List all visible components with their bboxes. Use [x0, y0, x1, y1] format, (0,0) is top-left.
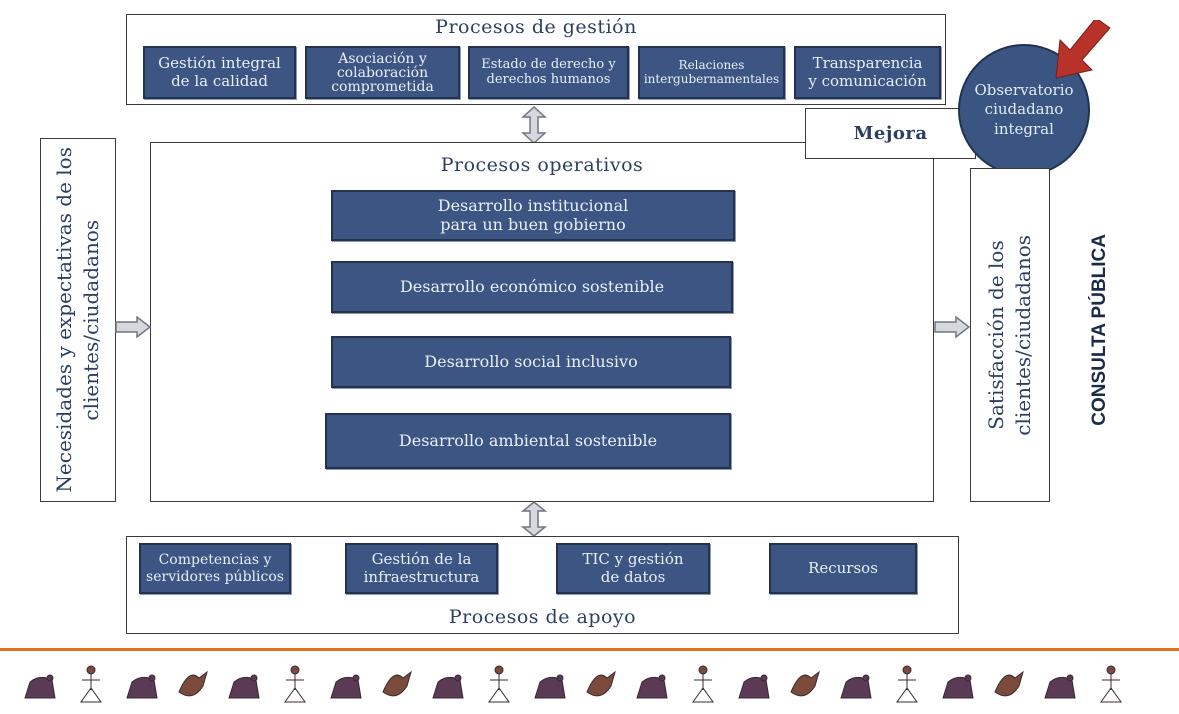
support-box-competencies: Competencias y servidores públicos [139, 543, 291, 594]
animal-glyph-icon [534, 674, 566, 699]
arrow-right-icon [115, 316, 151, 338]
operational-box-social: Desarrollo social inclusivo [331, 336, 731, 388]
outputs-satisfaction-box: Satisfacción de los clientes/ciudadanos [970, 168, 1050, 502]
bird-glyph-icon [994, 670, 1024, 697]
figure-glyph-icon [488, 665, 510, 703]
process-box-rule-of-law: Estado de derecho y derechos humanos [468, 46, 629, 99]
animal-glyph-icon [330, 674, 362, 699]
support-box-resources: Recursos [769, 543, 917, 594]
support-box-infrastructure: Gestión de la infraestructura [345, 543, 498, 594]
animal-glyph-icon [840, 674, 872, 699]
bird-glyph-icon [178, 670, 208, 697]
inputs-needs-box: Necesidades y expectativas de los client… [40, 138, 116, 502]
figure-glyph-icon [1100, 665, 1122, 703]
animal-glyph-icon [432, 674, 464, 699]
outputs-satisfaction-label: Satisfacción de los clientes/ciudadanos [984, 234, 1035, 436]
decorative-glyph-band [24, 665, 1122, 703]
bird-glyph-icon [586, 670, 616, 697]
process-box-quality: Gestión integral de la calidad [143, 46, 296, 99]
inputs-needs-label: Necesidades y expectativas de los client… [52, 147, 103, 493]
animal-glyph-icon [636, 674, 668, 699]
figure-glyph-icon [80, 665, 102, 703]
process-box-association: Asociación y colaboración comprometida [305, 46, 460, 99]
animal-glyph-icon [738, 674, 770, 699]
bird-glyph-icon [382, 670, 412, 697]
animal-glyph-icon [24, 674, 56, 699]
process-box-transparency: Transparencia y comunicación [794, 46, 941, 99]
animal-glyph-icon [228, 674, 260, 699]
figure-glyph-icon [692, 665, 714, 703]
bird-glyph-icon [790, 670, 820, 697]
management-processes-title: Procesos de gestión [435, 16, 637, 38]
red-arrow-icon [1055, 20, 1111, 79]
operational-processes-title: Procesos operativos [440, 154, 644, 176]
process-box-intergovernmental: Relaciones intergubernamentales [638, 46, 785, 99]
public-consultation-label-wrap: CONSULTA PÚBLICA [1082, 200, 1118, 460]
improvement-box: Mejora [805, 108, 976, 159]
double-arrow-icon [521, 106, 547, 144]
animal-glyph-icon [126, 674, 158, 699]
figure-glyph-icon [284, 665, 306, 703]
animal-glyph-icon [1044, 674, 1076, 699]
footer-divider [0, 648, 1179, 651]
operational-box-economic: Desarrollo económico sostenible [331, 261, 733, 313]
animal-glyph-icon [942, 674, 974, 699]
operational-box-institutional: Desarrollo institucional para un buen go… [331, 190, 735, 241]
arrow-right-icon [934, 316, 970, 338]
support-processes-title: Procesos de apoyo [448, 606, 637, 628]
double-arrow-icon [521, 501, 547, 537]
improvement-label: Mejora [853, 123, 928, 144]
public-consultation-label: CONSULTA PÚBLICA [1089, 234, 1110, 426]
figure-glyph-icon [896, 665, 918, 703]
operational-box-environmental: Desarrollo ambiental sostenible [325, 413, 731, 469]
support-box-ict: TIC y gestión de datos [556, 543, 710, 594]
